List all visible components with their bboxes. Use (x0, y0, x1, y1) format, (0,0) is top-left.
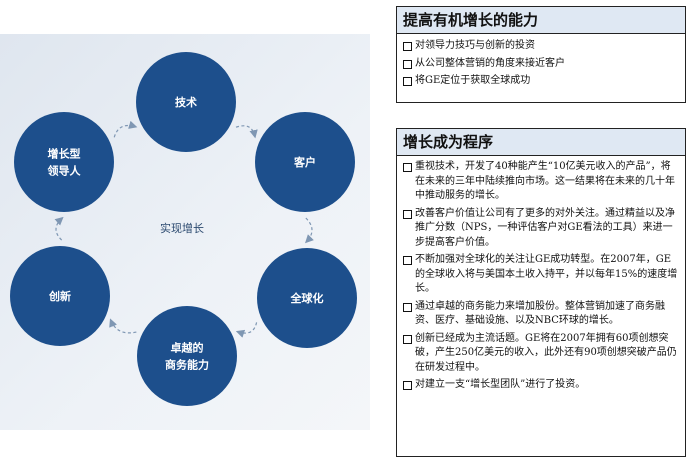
center-label: 实现增长 (160, 221, 204, 235)
checkbox-bullet-icon (403, 381, 412, 390)
node-label: 全球化 (290, 291, 324, 305)
cycle-node-customer: 客户 (255, 112, 355, 212)
cycle-node-tech: 技术 (136, 52, 236, 152)
node-label: 领导人 (47, 164, 82, 178)
organic-growth-item: 从公司整体营销的角度来接近客户 (403, 57, 679, 72)
checkbox-bullet-icon (403, 77, 412, 86)
bullet-text: 对领导力技巧与创新的投资 (415, 40, 535, 51)
growth-process-box: 增长成为程序 重视技术，开发了40种能产生“10亿美元收入的产品”，将在未来的三… (396, 128, 686, 457)
cycle-arrow (304, 217, 314, 244)
node-circle (137, 306, 237, 406)
bullet-text: 不断加强对全球化的关注让GE成功转型。在2007年，GE的全球收入将与美国本土收… (415, 254, 678, 294)
node-circle (10, 246, 110, 346)
node-circle (14, 112, 114, 212)
cycle-node-excellence: 卓越的商务能力 (137, 306, 237, 406)
node-label: 卓越的 (171, 341, 204, 355)
node-label: 商务能力 (165, 358, 209, 372)
growth-process-item: 创新已经成为主流话题。GE将在2007年拥有60项创想突破，产生250亿美元的收… (403, 332, 679, 376)
checkbox-bullet-icon (403, 256, 412, 265)
checkbox-bullet-icon (403, 42, 412, 51)
cycle-arrow (113, 120, 138, 138)
growth-process-item: 重视技术，开发了40种能产生“10亿美元收入的产品”，将在未来的三年中陆续推向市… (403, 160, 679, 204)
bullet-text: 将GE定位于获取全球成功 (415, 75, 531, 86)
checkbox-bullet-icon (403, 209, 412, 219)
checkbox-bullet-icon (403, 302, 412, 312)
cycle-arrows (54, 120, 314, 338)
node-circle (255, 112, 355, 212)
growth-process-item: 对建立一支“增长型团队”进行了投资。 (403, 378, 679, 393)
checkbox-bullet-icon (403, 59, 412, 69)
checkbox-bullet-icon (403, 334, 412, 344)
organic-growth-item: 将GE定位于获取全球成功 (403, 74, 679, 89)
node-circle (136, 52, 236, 152)
organic-growth-box: 提高有机增长的能力 对领导力技巧与创新的投资从公司整体营销的角度来接近客户将GE… (396, 6, 686, 103)
node-label: 增长型 (48, 147, 81, 161)
node-label: 技术 (175, 95, 197, 109)
cycle-arrow (235, 125, 258, 139)
growth-process-item: 不断加强对全球化的关注让GE成功转型。在2007年，GE的全球收入将与美国本土收… (403, 253, 679, 297)
checkbox-bullet-icon (403, 163, 412, 172)
growth-process-list: 重视技术，开发了40种能产生“10亿美元收入的产品”，将在未来的三年中陆续推向市… (397, 156, 685, 398)
node-label: 创新 (48, 289, 71, 303)
organic-growth-title: 提高有机增长的能力 (397, 7, 685, 34)
growth-process-item: 改善客户价值让公司有了更多的对外关注。通过精益以及净推广分数（NPS，一种评估客… (403, 207, 679, 251)
growth-process-title: 增长成为程序 (397, 129, 685, 156)
node-circle (257, 248, 357, 348)
node-label: 客户 (293, 155, 316, 169)
cycle-node-innovation: 创新 (10, 246, 110, 346)
bullet-text: 对建立一支“增长型团队”进行了投资。 (415, 379, 586, 390)
cycle-arrow (54, 216, 64, 241)
bullet-text: 重视技术，开发了40种能产生“10亿美元收入的产品”，将在未来的三年中陆续推向市… (415, 161, 675, 201)
bullet-text: 从公司整体营销的角度来接近客户 (415, 57, 565, 69)
bullet-text: 改善客户价值让公司有了更多的对外关注。通过精益以及净推广分数（NPS，一种评估客… (415, 207, 675, 248)
cycle-arrow (109, 318, 137, 334)
organic-growth-item: 对领导力技巧与创新的投资 (403, 39, 679, 54)
growth-cycle-panel: 技术客户全球化卓越的商务能力 创新 增长型领导人 实现增长 (0, 34, 370, 430)
growth-process-item: 通过卓越的商务能力来增加股份。整体营销加速了商务融资、医疗、基础设施、以及NBC… (403, 300, 679, 329)
bullet-text: 通过卓越的商务能力来增加股份。整体营销加速了商务融资、医疗、基础设施、以及NBC… (415, 300, 665, 327)
cycle-arrow (235, 322, 258, 338)
bullet-text: 创新已经成为主流话题。GE将在2007年拥有60项创想突破，产生250亿美元的收… (415, 332, 677, 373)
organic-growth-list: 对领导力技巧与创新的投资从公司整体营销的角度来接近客户将GE定位于获取全球成功 (397, 34, 685, 94)
cycle-node-global: 全球化 (257, 248, 357, 348)
